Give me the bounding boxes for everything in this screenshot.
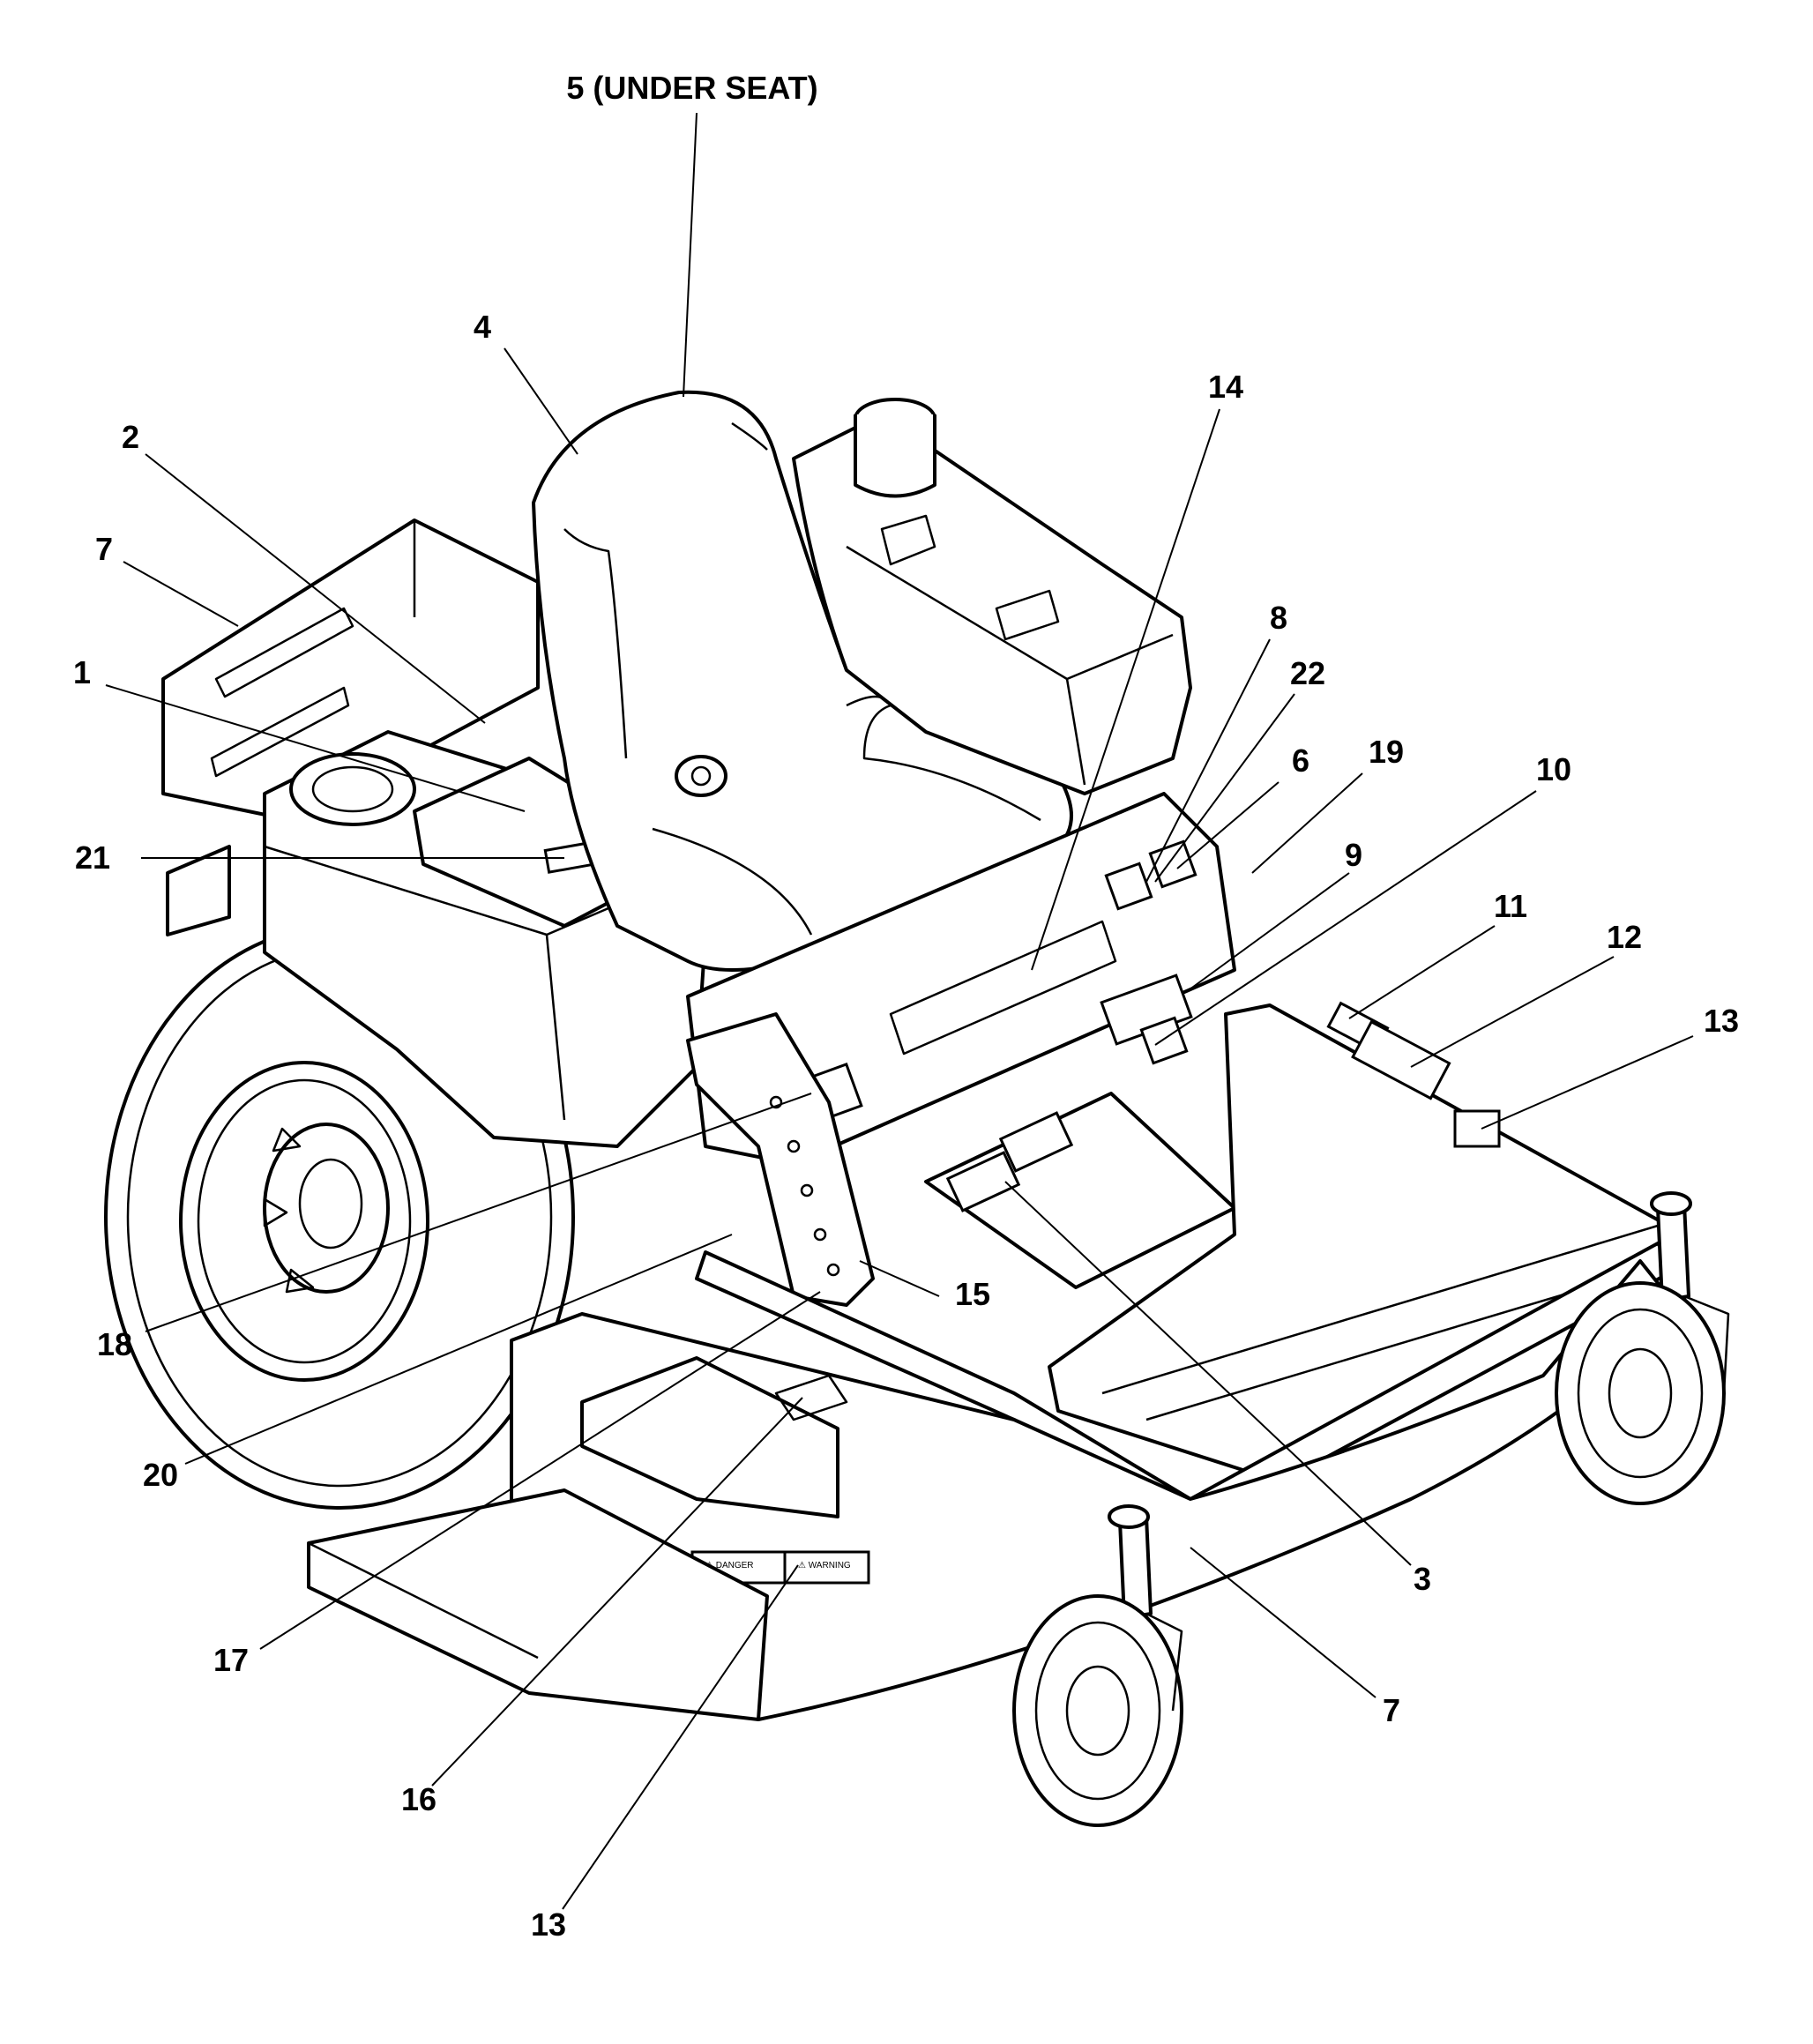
callout-18: 18 [97,1326,132,1362]
callout-13b: 13 [531,1906,566,1943]
callout-3: 3 [1414,1561,1431,1597]
leader-14 [1031,408,1220,971]
mower-deck: ⚠ DANGER ⚠ WARNING [510,1259,1677,1721]
callout-1: 1 [73,654,91,690]
leader-4 [504,347,578,455]
leader-11 [1348,925,1496,1019]
mower-illustration: ⚠ DANGER ⚠ WARNING [104,390,1730,1827]
leader-7b [1190,1547,1377,1698]
callout-8: 8 [1270,600,1287,636]
leader-12 [1410,956,1615,1068]
leader-8 [1145,638,1271,883]
callout-15: 15 [955,1276,990,1312]
leader-9 [1185,872,1350,993]
footrest [924,1092,1236,1289]
callout-19: 19 [1369,734,1404,770]
leader-7a [123,561,239,627]
callout-22: 22 [1290,655,1325,691]
callout-13a: 13 [1704,1003,1739,1039]
callout-11: 11 [1494,888,1527,924]
leader-5 [683,112,698,398]
svg-text:⚠ WARNING: ⚠ WARNING [798,1561,851,1570]
discharge-chute [307,1488,769,1721]
leader-22 [1154,693,1295,883]
callout-2: 2 [122,419,139,455]
seat [532,390,1073,972]
leader-20 [184,1234,733,1465]
front-caster-wheel-center [1012,1504,1183,1827]
callout-21: 21 [75,839,110,876]
leader-18 [145,1093,812,1332]
front-caster-wheel-right [1555,1191,1730,1505]
lift-lever-plate [686,1012,875,1307]
right-fuel-tank [792,398,1192,795]
leader-3 [1004,1181,1412,1566]
rear-bracket-box [161,518,540,936]
control-console [686,792,1236,1166]
svg-text:⚠ DANGER: ⚠ DANGER [705,1561,754,1570]
leader-6 [1176,781,1280,869]
callout-5: 5 (UNDER SEAT) [566,70,817,106]
leader-10 [1154,790,1537,1046]
callout-9: 9 [1345,837,1362,873]
leader-2 [145,453,486,724]
leader-19 [1251,772,1363,874]
leader-17 [259,1291,821,1650]
leader-1 [105,684,526,812]
leader-13b [562,1564,799,1910]
callout-12: 12 [1607,919,1642,955]
callout-7a: 7 [95,531,113,567]
callout-7b: 7 [1383,1692,1400,1728]
callout-4: 4 [474,309,491,345]
callout-17: 17 [213,1642,249,1678]
callout-10: 10 [1536,751,1571,787]
leader-lines [105,112,1694,1910]
callout-16: 16 [401,1781,436,1817]
callout-14: 14 [1208,369,1243,405]
callout-20: 20 [143,1457,178,1493]
callout-6: 6 [1292,742,1309,779]
leader-13a [1481,1035,1694,1130]
leader-16 [431,1397,803,1787]
leader-15 [859,1260,940,1297]
callout-labels: 5 (UNDER SEAT) 4 14 2 7 1 8 22 6 19 10 9… [73,70,1739,1943]
